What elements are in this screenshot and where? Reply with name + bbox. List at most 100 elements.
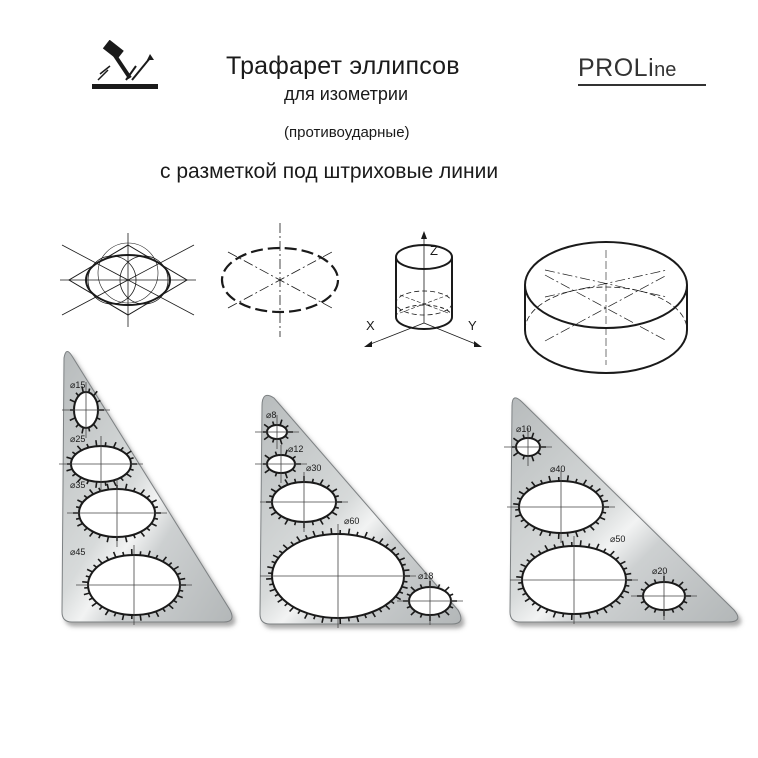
hatch-tick	[120, 446, 124, 451]
hatch-tick	[139, 551, 142, 556]
hatch-tick	[537, 550, 542, 555]
hatch-tick	[589, 525, 595, 531]
hatch-tick	[75, 392, 80, 397]
hatch-tick	[162, 556, 168, 563]
hatch-tick	[398, 591, 404, 595]
hatch-tick	[609, 550, 615, 557]
hatch-tick	[640, 600, 645, 604]
stencil-right: ⌀10 ⌀40 ⌀50 ⌀20	[509, 397, 739, 623]
axis-z-label: Z	[430, 243, 438, 258]
hatch-tick	[671, 608, 675, 613]
hatch-tick	[147, 613, 151, 618]
label-20: ⌀20	[652, 566, 667, 576]
hatch-tick	[406, 605, 411, 609]
hatch-tick	[122, 551, 125, 556]
hatch-tick	[75, 506, 81, 509]
hatch-tick	[296, 536, 301, 543]
hatch-tick	[531, 601, 536, 606]
hatch-tick	[390, 600, 395, 605]
hatch-tick	[384, 604, 391, 610]
hatch-tick	[516, 497, 522, 500]
hatch-tick	[403, 580, 408, 583]
hatch-tick	[419, 584, 423, 589]
hatch-tick	[112, 441, 117, 448]
hatch-tick	[150, 499, 157, 504]
hatch-tick	[419, 613, 423, 618]
hatch-tick	[548, 475, 552, 483]
hatch-tick	[155, 554, 159, 559]
hatch-tick	[311, 478, 315, 483]
hatch-tick	[552, 611, 557, 618]
hatch-tick	[537, 438, 542, 443]
hatch-tick	[284, 479, 289, 486]
hatch-tick	[271, 560, 276, 564]
hatch-tick	[139, 614, 142, 621]
hatch-tick	[582, 479, 588, 486]
hatch-tick	[75, 517, 81, 520]
hatch-tick	[390, 546, 397, 552]
hatch-tick	[530, 432, 535, 439]
hatch-tick	[289, 606, 295, 613]
hatch-tick	[623, 590, 630, 594]
hatch-tick	[173, 599, 178, 604]
hatch-tick	[566, 532, 569, 537]
hatch-tick	[264, 468, 271, 474]
hatch-tick	[97, 558, 103, 564]
hatch-tick	[66, 456, 73, 460]
hatch-tick	[595, 543, 600, 550]
hatch-tick	[124, 536, 128, 543]
hatch-tick	[410, 586, 416, 592]
hatch-tick	[530, 455, 535, 462]
hatch-tick	[150, 522, 157, 527]
hatch-tick	[98, 487, 102, 492]
hatch-tick	[274, 472, 278, 477]
label-45: ⌀45	[70, 547, 85, 557]
hatch-tick	[625, 584, 630, 587]
hatch-tick	[513, 503, 520, 506]
hatch-tick	[147, 550, 151, 557]
hatch-tick	[403, 569, 410, 572]
hatch-tick	[530, 481, 536, 487]
hatch-tick	[284, 435, 289, 440]
hatch-tick	[619, 595, 624, 599]
hatch-tick	[363, 614, 368, 619]
hatch-tick	[595, 488, 601, 493]
hatch-tick	[303, 612, 309, 619]
brand-name-rest: ne	[654, 59, 677, 81]
hatch-tick	[284, 449, 288, 456]
hatch-tick	[88, 597, 93, 601]
hatch-tick	[277, 515, 282, 520]
hatch-tick	[311, 521, 315, 526]
hatch-tick	[615, 556, 620, 561]
page-title: Трафарет эллипсов	[226, 52, 460, 80]
label-35: ⌀35	[70, 480, 85, 490]
diagram-construction-ellipse	[60, 233, 196, 327]
hatch-tick	[587, 543, 591, 548]
hammer-impact-icon	[92, 40, 158, 89]
hatch-tick	[291, 468, 297, 473]
hatch-tick	[524, 597, 531, 603]
hatch-tick	[92, 390, 98, 397]
hatch-tick	[602, 607, 608, 614]
hatch-tick	[274, 451, 278, 456]
hatch-tick	[85, 575, 90, 578]
hatch-tick	[269, 506, 274, 509]
hatch-tick	[525, 486, 530, 491]
hatch-tick	[401, 563, 406, 567]
hatch-tick	[601, 511, 607, 514]
hatch-tick	[271, 438, 275, 443]
tagline: с разметкой под штриховые линии	[160, 160, 499, 183]
isometric-diagrams: Z X Y	[60, 223, 688, 374]
hatch-tick	[77, 522, 84, 527]
hatch-tick	[410, 610, 416, 616]
hatch-tick	[363, 531, 368, 538]
hatch-tick	[173, 565, 180, 571]
hatch-tick	[125, 473, 132, 478]
hatch-tick	[522, 455, 526, 460]
hatch-tick	[334, 506, 339, 509]
hatch-tick	[347, 617, 350, 622]
brand-name-main: PROL	[578, 54, 649, 82]
hatch-tick	[82, 581, 89, 584]
hatch-tick	[88, 489, 94, 495]
hatch-tick	[619, 560, 626, 565]
